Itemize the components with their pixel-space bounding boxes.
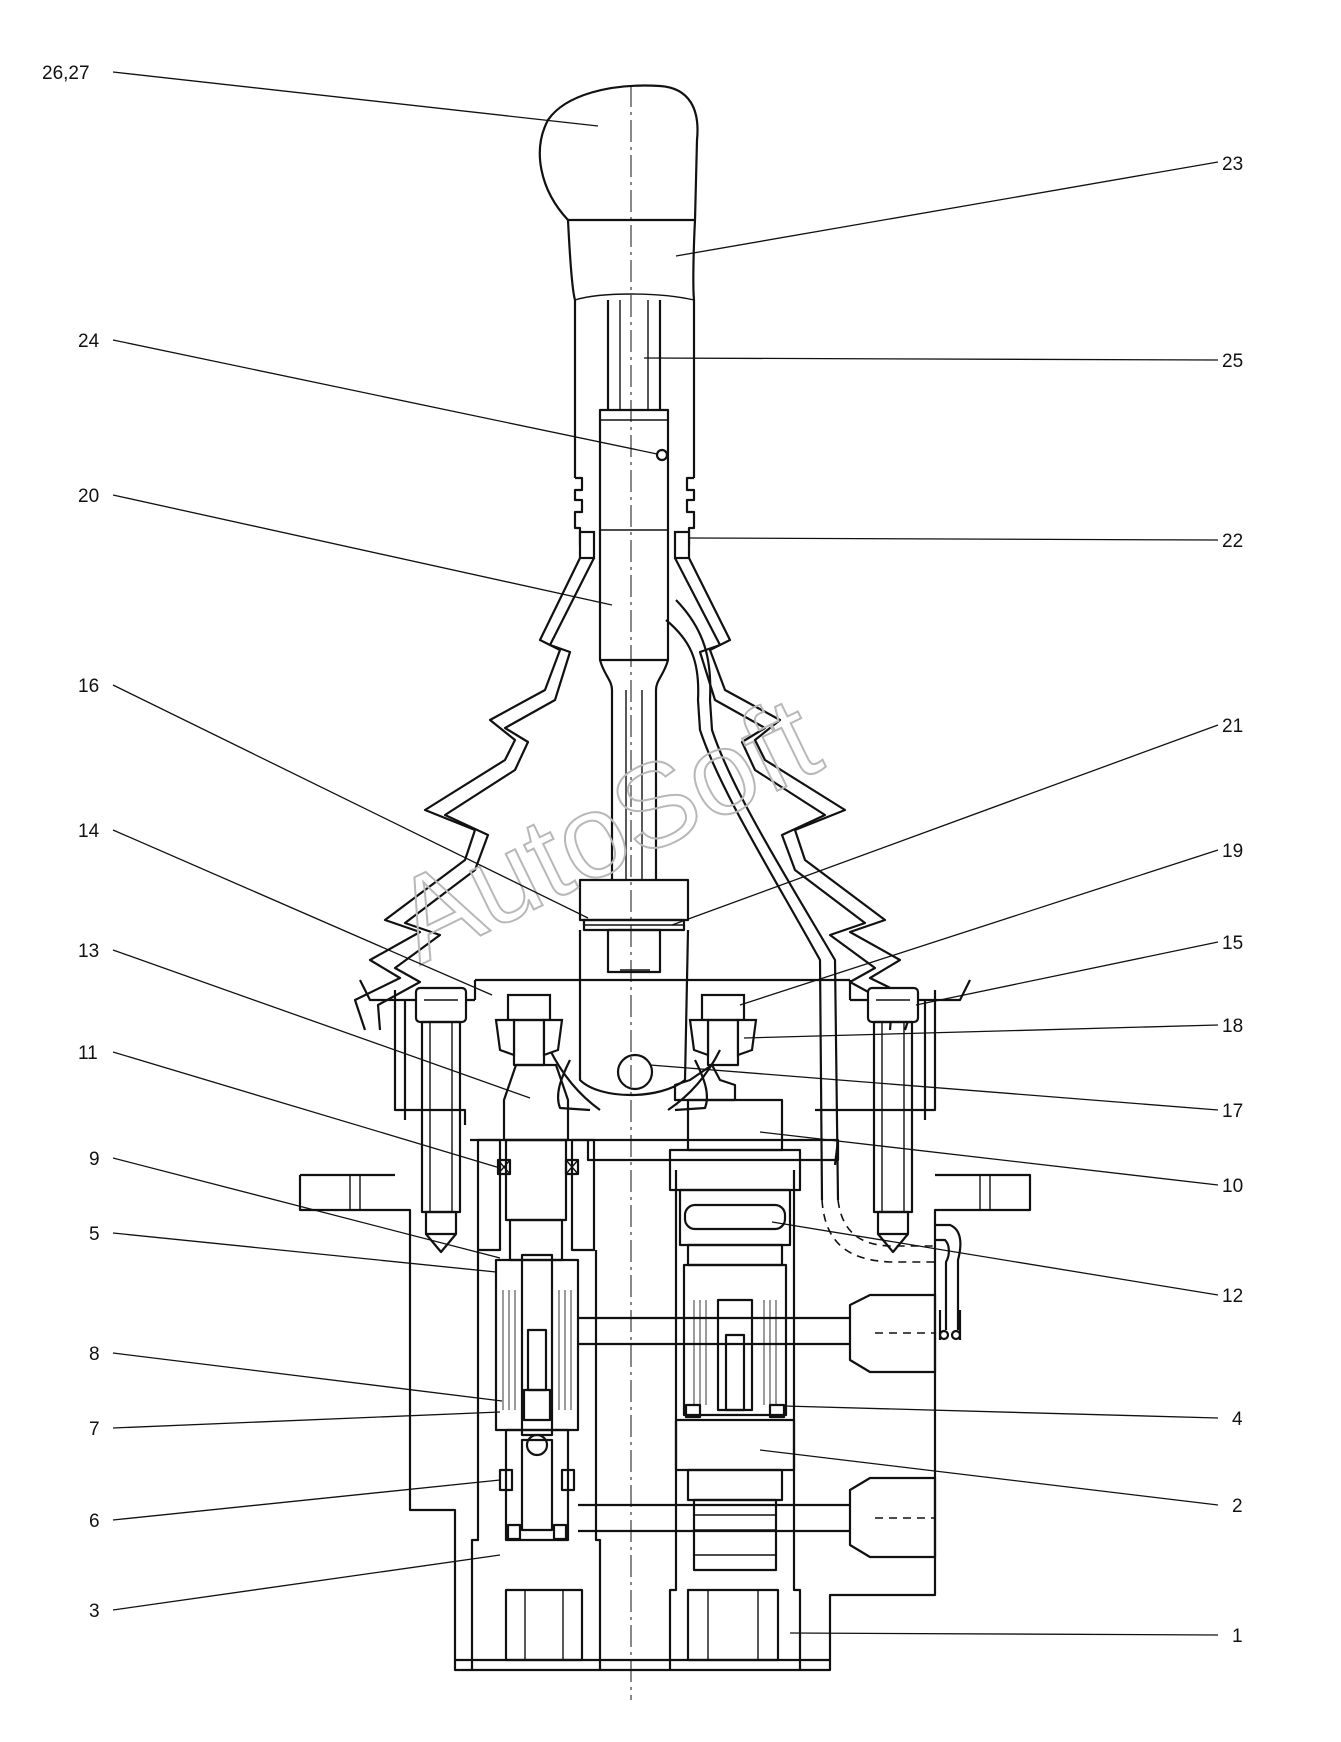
lever-shaft [598, 300, 670, 880]
callout-25: 25 [1222, 351, 1243, 372]
callout-8: 8 [89, 1344, 100, 1365]
bolt-right-15 [866, 986, 920, 1254]
lever-socket-16 [578, 878, 690, 974]
callout-12: 12 [1222, 1286, 1243, 1307]
callout-labels: 26,27 23 24 25 20 22 16 21 14 19 13 15 1… [42, 63, 1243, 1647]
spring-right [682, 1263, 788, 1419]
spring-seat-10 [668, 1063, 802, 1192]
electrical-cable [665, 599, 962, 1341]
callout-22: 22 [1222, 531, 1243, 552]
watermark-text: AutoSoft [374, 671, 839, 988]
callout-23: 23 [1222, 154, 1243, 175]
callout-3: 3 [89, 1601, 100, 1622]
callout-10: 10 [1222, 1176, 1243, 1197]
callout-24: 24 [78, 331, 100, 352]
callout-21: 21 [1222, 716, 1243, 737]
pivot-pin-17 [616, 1053, 654, 1091]
handle-grip [538, 84, 699, 545]
callout-1: 1 [1232, 1626, 1243, 1647]
callout-20: 20 [78, 486, 99, 507]
callout-leaders [112, 71, 1219, 1636]
port-fitting-lower [848, 1476, 937, 1559]
guide-bushing-11 [476, 1138, 596, 1252]
callout-14: 14 [78, 821, 100, 842]
control-spool-left [498, 1428, 576, 1542]
housing-body-1 [298, 1170, 1032, 1672]
adjusting-nut-left [494, 993, 564, 1067]
pressure-plate [586, 1138, 840, 1162]
adjusting-nut-right-19 [688, 993, 758, 1067]
callout-18: 18 [1222, 1016, 1243, 1037]
callout-5: 5 [89, 1224, 100, 1245]
port-fitting-upper [848, 1293, 937, 1374]
callout-11: 11 [78, 1043, 98, 1064]
pin-24 [655, 448, 669, 462]
callout-7: 7 [89, 1419, 100, 1440]
rubber-bellows [353, 557, 917, 1031]
callout-17: 17 [1222, 1101, 1243, 1122]
callout-13: 13 [78, 941, 99, 962]
spring-left [494, 1253, 580, 1437]
bolt-left-15 [414, 986, 468, 1254]
callout-4: 4 [1232, 1409, 1243, 1430]
callout-16: 16 [78, 676, 99, 697]
callout-19: 19 [1222, 841, 1243, 862]
callout-9: 9 [89, 1149, 100, 1170]
hydraulic-channels [578, 1316, 850, 1533]
callout-26-27: 26,27 [42, 63, 90, 84]
callout-2: 2 [1232, 1496, 1243, 1517]
callout-6: 6 [89, 1511, 100, 1532]
callout-15: 15 [1222, 933, 1243, 954]
clamp-ring-22 [578, 530, 691, 560]
control-spool-right-2 [674, 1418, 796, 1572]
seal-ring-12 [678, 1188, 792, 1267]
